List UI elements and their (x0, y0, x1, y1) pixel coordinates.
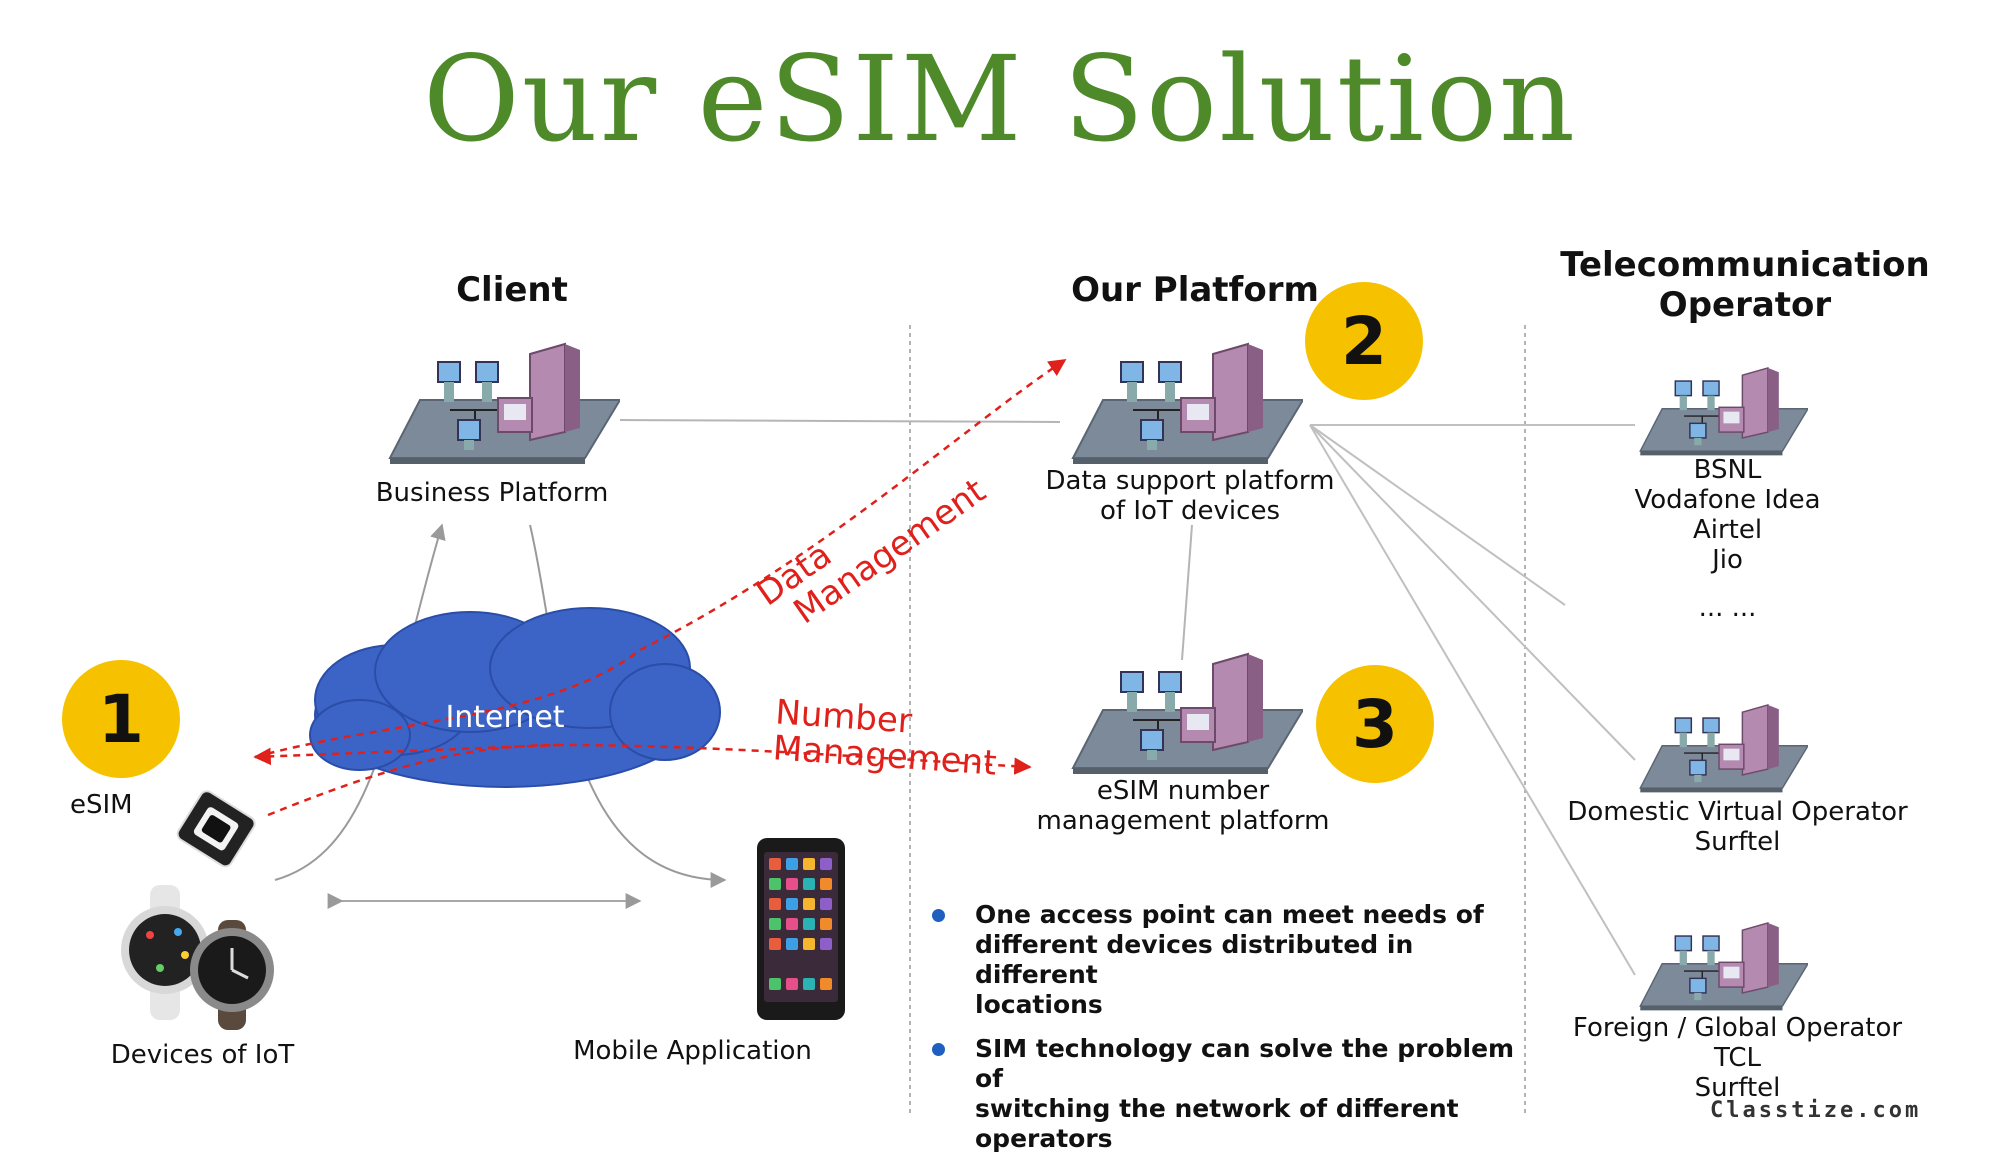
operator-vodafone-idea: Vodafone Idea (1634, 485, 1821, 515)
app-icon (820, 938, 832, 950)
virtual-operator-server-icon (1633, 702, 1810, 797)
bullet-dot (932, 909, 945, 922)
esim-mgmt-platform-label: eSIM number management platform (1036, 776, 1330, 836)
internet-label: Internet (445, 700, 565, 735)
data-support-platform-label: Data support platform of IoT devices (1045, 466, 1335, 526)
esim-chip-icon (176, 790, 256, 868)
platform-to-esim-mgmt-line (1181, 524, 1193, 661)
business-platform-label: Business Platform (375, 478, 609, 508)
internet-cloud (309, 607, 721, 788)
column-telecom-operator: Telecommunication Operator (1560, 245, 1930, 325)
esim-label: eSIM (70, 790, 133, 820)
app-icon (786, 898, 798, 910)
bullet-sim-technology: SIM technology can solve the problem of … (975, 1034, 1515, 1153)
page-title: Our eSIM Solution (422, 30, 1578, 168)
app-icon (769, 898, 781, 910)
app-icon (786, 978, 798, 990)
app-icon (769, 858, 781, 870)
app-icon (769, 878, 781, 890)
column-client: Client (456, 270, 568, 310)
iot-devices-label: Devices of IoT (110, 1040, 295, 1070)
operator-airtel: Airtel (1692, 515, 1763, 545)
operator-jio: Jio (1712, 545, 1743, 575)
app-icon (803, 898, 815, 910)
national-operator-server-icon (1633, 365, 1810, 460)
app-icon (803, 938, 815, 950)
platform-to-virtual-line (1309, 424, 1636, 761)
smartphone-icon (757, 838, 845, 1020)
national-operators-list: BSNL Vodafone Idea Airtel Jio ... ... (1600, 455, 1855, 623)
app-icon (803, 978, 815, 990)
app-icon (803, 918, 815, 930)
operator-bsnl: BSNL (1693, 455, 1762, 485)
app-icon (820, 978, 832, 990)
badge-2: 2 (1305, 282, 1423, 400)
app-icon (786, 858, 798, 870)
app-icon (803, 878, 815, 890)
platform-to-foreign-line (1309, 424, 1636, 976)
app-icon (786, 878, 798, 890)
bullet-access-point: One access point can meet needs of diffe… (975, 900, 1484, 1019)
data-management-arrow (254, 358, 1067, 759)
badge-1: 1 (62, 660, 180, 778)
data-support-server-icon (1063, 340, 1305, 465)
app-icon (786, 938, 798, 950)
foreign-global-operator-label: Foreign / Global Operator TCL Surftel (1572, 1013, 1903, 1103)
number-management-label: Number Management (771, 692, 998, 784)
business-to-platform-line (619, 419, 1061, 423)
business-server-icon (380, 340, 622, 465)
column-our-platform: Our Platform (1071, 270, 1319, 310)
app-icon (820, 898, 832, 910)
bullet-dot (932, 1043, 945, 1056)
app-icon (820, 878, 832, 890)
domestic-virtual-operator-label: Domestic Virtual Operator Surftel (1567, 797, 1908, 857)
badge-3: 3 (1316, 665, 1434, 783)
esim-mgmt-server-icon (1063, 650, 1305, 775)
app-icon (803, 858, 815, 870)
app-icon (786, 918, 798, 930)
app-icon (769, 938, 781, 950)
operator-more: ... ... (1698, 593, 1757, 623)
watch-icon (121, 885, 274, 1030)
app-icon (769, 978, 781, 990)
app-icon (769, 918, 781, 930)
foreign-operator-server-icon (1633, 920, 1810, 1015)
watermark: Classtize.com (1710, 1098, 1922, 1123)
app-icon (820, 858, 832, 870)
app-icon (820, 918, 832, 930)
connector-layer (121, 325, 1636, 1115)
mobile-application-label: Mobile Application (573, 1036, 812, 1066)
